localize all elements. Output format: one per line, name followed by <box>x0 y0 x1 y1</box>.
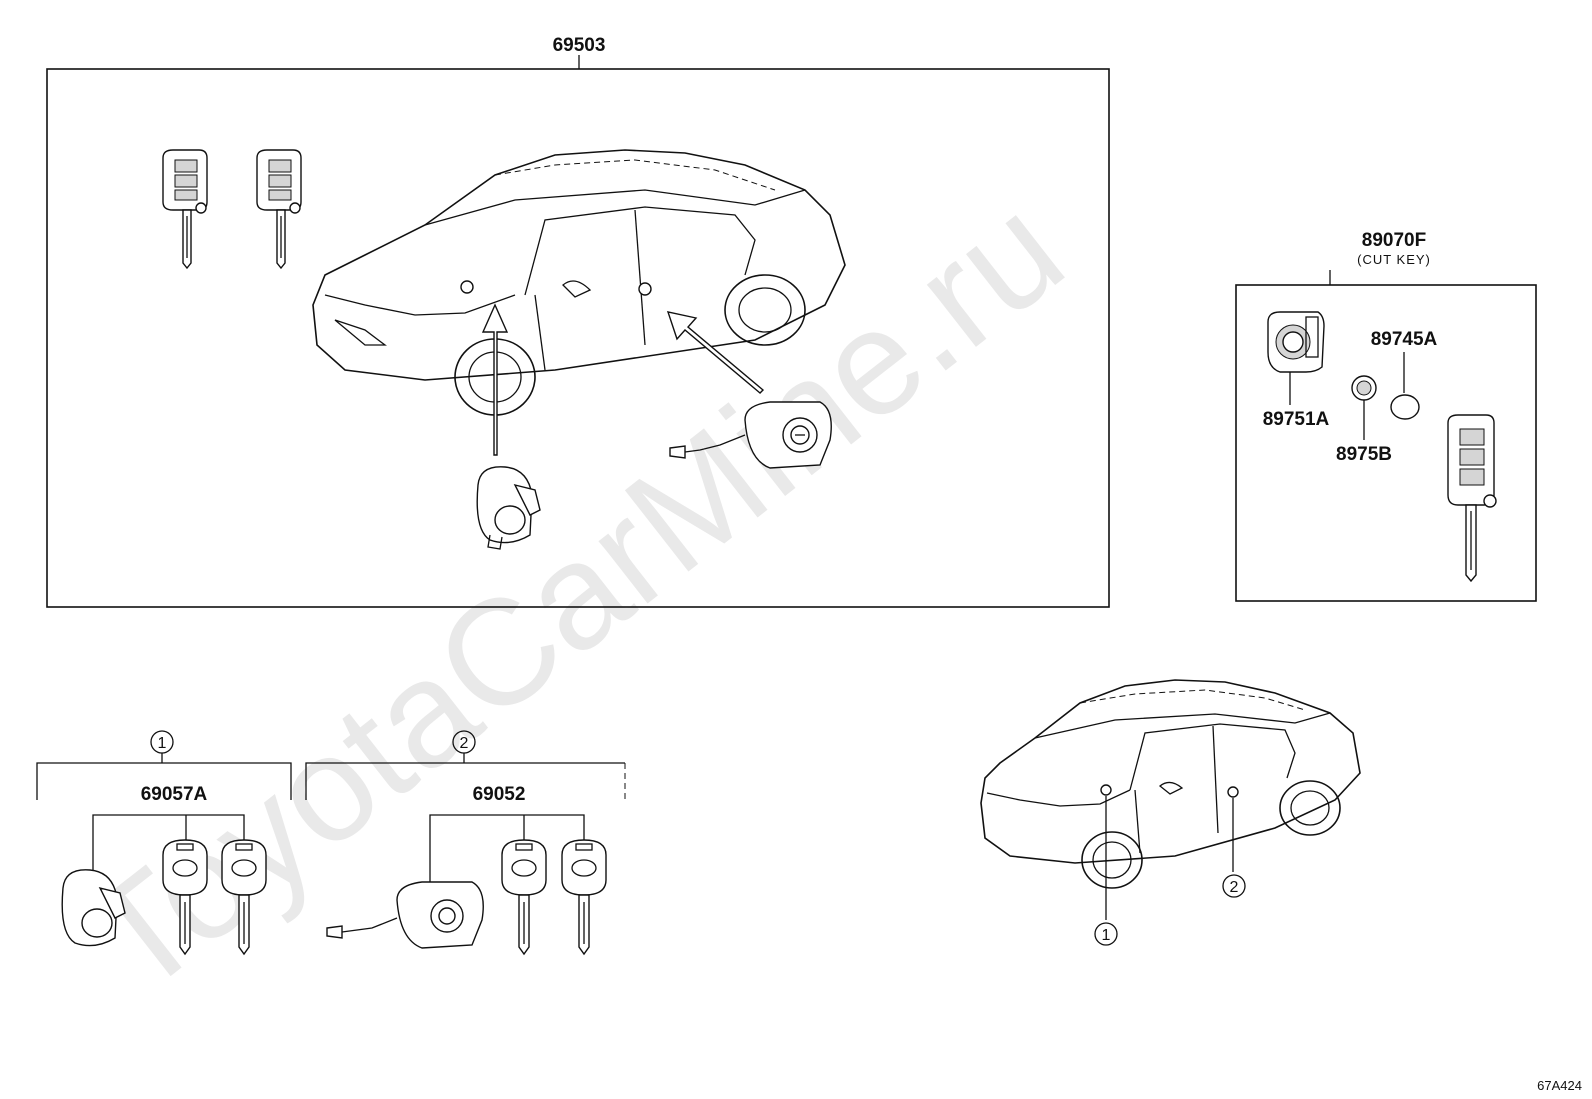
circle-number-2: 2 <box>460 735 469 752</box>
car-position-marker-1: 1 <box>1102 927 1111 944</box>
label-cut-key-note: (CUT KEY) <box>1357 252 1431 267</box>
watermark-text: ToyotaCarMine.ru <box>56 164 1092 1025</box>
circle-number-1: 1 <box>158 735 167 752</box>
toyota-key-icon[interactable] <box>501 839 547 956</box>
flip-key-icon[interactable] <box>162 149 208 270</box>
key-housing-icon[interactable] <box>1267 311 1325 373</box>
group-1-69057A: 1 69057A <box>36 730 292 956</box>
label-8975B[interactable]: 8975B <box>1336 444 1392 465</box>
assembly-69503-frame <box>46 68 1110 608</box>
door-lock-cylinder-icon[interactable] <box>669 401 832 469</box>
car-position-marker-2: 2 <box>1230 879 1239 896</box>
arrow-to-door-lock-icon <box>666 311 765 394</box>
sedan-car-icon <box>312 149 846 416</box>
arrow-to-ignition-lock-icon <box>481 303 509 456</box>
sedan-car-icon <box>980 679 1361 889</box>
door-lock-cylinder-icon[interactable] <box>326 881 484 949</box>
assembly-69503: 69503 <box>46 35 1110 608</box>
toyota-key-icon[interactable] <box>221 839 267 956</box>
label-69503[interactable]: 69503 <box>553 35 606 56</box>
label-89745A[interactable]: 89745A <box>1371 329 1438 350</box>
flip-key-icon[interactable] <box>1447 414 1497 583</box>
cut-key-set-frame <box>1235 284 1537 602</box>
ignition-lock-cylinder-icon[interactable] <box>61 869 126 947</box>
label-69052[interactable]: 69052 <box>473 784 526 805</box>
group-2-69052: 2 69052 <box>305 730 626 956</box>
label-69057A[interactable]: 69057A <box>141 784 208 805</box>
toyota-key-icon[interactable] <box>561 839 607 956</box>
label-89070F[interactable]: 89070F <box>1362 230 1426 251</box>
key-seal-icon[interactable] <box>1351 375 1377 401</box>
reference-car: 1 2 <box>980 679 1361 946</box>
flip-key-icon[interactable] <box>256 149 302 270</box>
diagram-code: 67A424 <box>1537 1078 1582 1093</box>
ignition-lock-cylinder-icon[interactable] <box>476 466 541 550</box>
label-89751A[interactable]: 89751A <box>1263 409 1330 430</box>
coin-battery-icon[interactable] <box>1390 394 1420 420</box>
toyota-key-icon[interactable] <box>162 839 208 956</box>
cut-key-set-89070F: 89070F (CUT KEY) 89751A 89745A 8975B <box>1235 230 1537 602</box>
